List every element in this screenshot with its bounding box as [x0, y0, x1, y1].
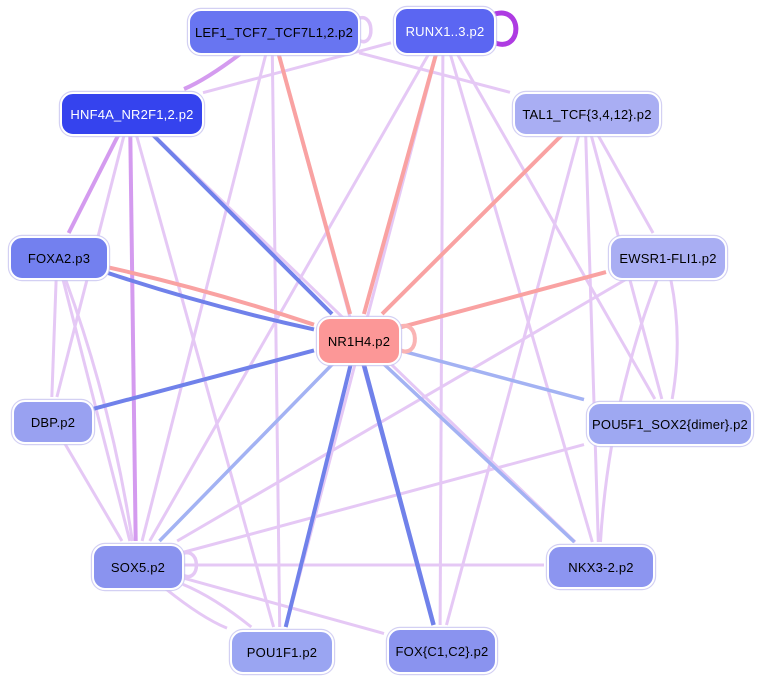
node-label-runx: RUNX1..3.p2 — [405, 23, 485, 39]
self-loop-sox5 — [177, 551, 199, 579]
edge-sox5-ewsr1 — [176, 277, 628, 543]
self-loop-runx — [488, 10, 519, 47]
edge-hnf4a-foxa2 — [66, 134, 121, 234]
node-foxa2[interactable]: FOXA2.p3 — [9, 236, 109, 280]
node-lef1[interactable]: LEF1_TCF7_TCF7L1,2.p2 — [188, 9, 360, 55]
edge-dbp-foxa2 — [50, 278, 58, 398]
edge-pou1f1-sox5 — [164, 587, 228, 630]
node-runx[interactable]: RUNX1..3.p2 — [394, 7, 496, 55]
edge-nr1h4-runx — [362, 53, 438, 315]
edge-sox5-pou1f1 — [182, 582, 253, 629]
edge-pou1f1-lef1 — [270, 53, 282, 628]
node-nkx3[interactable]: NKX3-2.p2 — [547, 545, 655, 589]
node-foxc[interactable]: FOX{C1,C2}.p2 — [387, 628, 497, 674]
edge-nkx3-runx — [448, 53, 594, 543]
node-label-pou5f1: POU5F1_SOX2{dimer}.p2 — [592, 416, 748, 432]
edge-pou1f1-nr1h4 — [283, 363, 353, 628]
node-sox5[interactable]: SOX5.p2 — [92, 544, 184, 590]
edge-dbp-sox5 — [63, 442, 124, 542]
node-label-foxc: FOX{C1,C2}.p2 — [395, 643, 489, 659]
edge-nr1h4-ewsr1 — [399, 270, 607, 330]
edge-foxa2-nr1h4 — [107, 271, 315, 332]
node-label-foxa2: FOXA2.p3 — [27, 250, 91, 266]
self-loop-lef1 — [352, 16, 373, 44]
edge-pou5f1-ewsr1 — [669, 278, 679, 400]
edge-sox5-runx — [148, 53, 430, 542]
node-label-lef1: LEF1_TCF7_TCF7L1,2.p2 — [194, 24, 354, 40]
edge-hnf4a-runx — [202, 41, 392, 95]
edge-tal1-ewsr1 — [596, 134, 655, 234]
edge-pou5f1-nr1h4 — [399, 348, 585, 402]
node-hnf4a[interactable]: HNF4A_NR2F1,2.p2 — [60, 92, 204, 136]
edge-sox5-hnf4a — [128, 134, 138, 542]
node-label-ewsr1: EWSR1-FLI1.p2 — [619, 250, 717, 266]
edge-pou5f1-runx — [456, 53, 657, 400]
node-pou5f1[interactable]: POU5F1_SOX2{dimer}.p2 — [587, 402, 753, 446]
edge-nr1h4-tal1 — [380, 133, 564, 316]
self-loop-nr1h4 — [393, 324, 417, 354]
node-label-dbp: DBP.p2 — [30, 414, 76, 430]
node-label-hnf4a: HNF4A_NR2F1,2.p2 — [70, 106, 194, 122]
node-label-nkx3: NKX3-2.p2 — [568, 559, 634, 575]
edge-sox5-lef1 — [140, 53, 268, 542]
node-label-sox5: SOX5.p2 — [110, 559, 166, 575]
node-pou1f1[interactable]: POU1F1.p2 — [230, 630, 334, 674]
edge-nr1h4-foxa2 — [107, 265, 315, 327]
edge-nr1h4-lef1 — [276, 53, 353, 315]
edge-foxa2-sox5 — [63, 278, 134, 542]
node-dbp[interactable]: DBP.p2 — [12, 400, 94, 444]
node-ewsr1[interactable]: EWSR1-FLI1.p2 — [609, 236, 727, 280]
edge-nkx3-nr1h4 — [382, 362, 576, 544]
edge-foxc-sox5 — [182, 576, 385, 635]
node-label-tal1: TAL1_TCF{3,4,12}.p2 — [522, 106, 652, 122]
node-label-pou1f1: POU1F1.p2 — [246, 644, 318, 660]
edge-pou5f1-sox5 — [182, 443, 585, 554]
edge-sox5-nr1h4 — [158, 362, 334, 543]
node-nr1h4[interactable]: NR1H4.p2 — [317, 317, 401, 365]
node-tal1[interactable]: TAL1_TCF{3,4,12}.p2 — [513, 92, 661, 136]
edge-foxc-nr1h4 — [361, 363, 436, 626]
edge-nkx3-tal1 — [584, 134, 600, 543]
edge-foxc-runx — [438, 53, 445, 626]
node-label-nr1h4: NR1H4.p2 — [327, 333, 391, 349]
edge-hnf4a-lef1 — [183, 52, 242, 91]
edge-lef1-tal1 — [358, 51, 511, 94]
edge-dbp-nr1h4 — [92, 348, 315, 411]
edge-hnf4a-nr1h4 — [151, 133, 334, 316]
